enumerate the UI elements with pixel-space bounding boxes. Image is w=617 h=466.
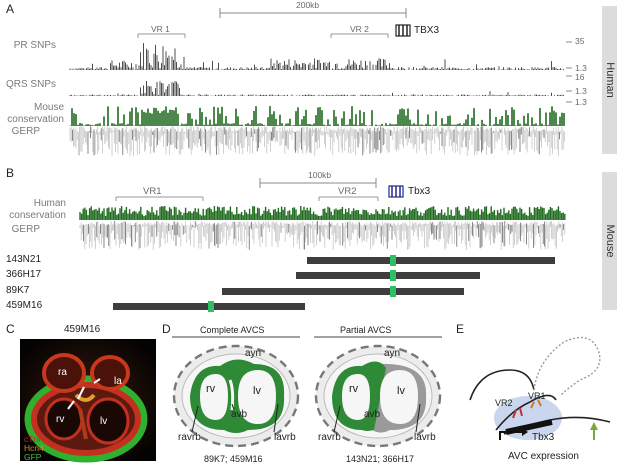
track-label-mouse-conservation: Mouse conservation xyxy=(0,102,64,126)
d-right-label-rv: rv xyxy=(349,383,359,395)
d-left-label-lv: lv xyxy=(253,385,261,397)
qrs-snps-track xyxy=(69,80,564,96)
d-left-caption: 89K7; 459M16 xyxy=(204,454,263,464)
species-label-human: Human xyxy=(603,62,616,98)
mouse-conservation-track xyxy=(69,106,565,126)
species-label-mouse: Mouse xyxy=(603,224,616,258)
complete-avcs-title: Complete AVCS xyxy=(200,325,265,335)
legend-ctni: cTnI xyxy=(24,434,41,444)
gerp-track-b xyxy=(79,221,566,250)
bac-bar-143n21 xyxy=(307,255,555,266)
d-left-label-ravrb: ravrb xyxy=(178,432,201,443)
e-label-vr2: VR2 xyxy=(495,398,513,408)
d-right-label-lv: lv xyxy=(397,385,405,397)
scale-value-qrs-min: 1.3 xyxy=(575,86,587,96)
bac-label-143n21: 143N21 xyxy=(6,254,42,265)
scale-label-a: 200kb xyxy=(296,0,320,10)
panel-label-a: A xyxy=(6,2,15,16)
complete-avcs-heart xyxy=(172,344,300,448)
region-bracket-vr2-b xyxy=(318,196,379,201)
gene-model-tbx3 xyxy=(395,24,411,37)
pr-snps-track xyxy=(69,43,564,70)
partial-avcs-title: Partial AVCS xyxy=(340,325,392,335)
d-right-pointer-lines xyxy=(333,403,421,433)
bac-bar-459m16 xyxy=(113,301,305,312)
d-right-label-avb: avb xyxy=(364,409,381,420)
bac-bar-366h17 xyxy=(296,270,480,281)
region-bracket-vr1-a xyxy=(137,33,186,38)
track-label-mouse-conservation-text: Mouse conservation xyxy=(7,102,64,125)
bac-label-89k7: 89K7 xyxy=(6,285,30,296)
bac-bar-89k7 xyxy=(222,286,464,297)
region-label-vr1-a: VR 1 xyxy=(151,24,170,34)
bac-label-366h17: 366H17 xyxy=(6,269,42,280)
panel-label-d: D xyxy=(162,322,171,336)
region-bracket-vr2-a xyxy=(330,33,389,38)
scale-ticks-a xyxy=(566,41,572,103)
track-label-gerp-a: GERP xyxy=(11,126,40,137)
gene-label-tbx3-mouse: Tbx3 xyxy=(408,186,431,197)
human-conservation-track xyxy=(79,206,566,220)
e-label-vr1: VR1 xyxy=(528,391,546,401)
scale-bar-a xyxy=(219,8,407,18)
e-label-tbx3: Tbx3 xyxy=(532,432,555,443)
d-right-label-ravrb: ravrb xyxy=(318,432,341,443)
region-label-vr1-b: VR1 xyxy=(143,186,162,197)
scale-bar-b xyxy=(259,178,377,188)
gene-label-tbx3: TBX3 xyxy=(414,25,440,36)
legend-hcn4: Hcn4 xyxy=(24,443,44,453)
gerp-track-a xyxy=(69,126,565,156)
region-label-vr2-a: VR 2 xyxy=(350,24,369,34)
partial-avcs-heart xyxy=(314,344,442,448)
d-right-label-lavrb: lavrb xyxy=(414,432,436,443)
d-left-pointer-lines xyxy=(191,403,279,433)
panel-c-title: 459M16 xyxy=(64,324,101,335)
d-left-label-avb: avb xyxy=(231,409,248,420)
gene-model-tbx3-mouse xyxy=(388,185,404,198)
species-sidebar-human: Human xyxy=(602,6,617,154)
heart-label-rv: rv xyxy=(56,414,65,425)
e-caption: AVC expression xyxy=(508,451,579,462)
heart-label-la: la xyxy=(114,376,122,387)
d-right-label-ayn: ayn xyxy=(384,348,401,359)
tbx3-marker xyxy=(390,255,396,266)
track-label-qrs-snps: QRS SNPs xyxy=(5,79,56,90)
track-label-gerp-b: GERP xyxy=(11,224,40,235)
scale-value-qrs-max: 16 xyxy=(575,72,585,82)
panel-label-c: C xyxy=(6,322,15,336)
scale-value-conservation: 1.3 xyxy=(575,97,587,107)
vr1-marker xyxy=(208,301,214,312)
heart-label-ra: ra xyxy=(58,367,67,378)
fluorescent-heart-section xyxy=(20,339,156,463)
species-sidebar-mouse: Mouse xyxy=(602,172,617,310)
region-bracket-vr1-b xyxy=(115,196,204,201)
avcs-title-rules xyxy=(172,336,442,338)
tbx3-marker xyxy=(390,270,396,281)
scale-label-b: 100kb xyxy=(308,170,332,180)
scale-value-pr-min: 1.3 xyxy=(575,63,587,73)
region-label-vr2-b: VR2 xyxy=(338,186,357,197)
heart-label-lv: lv xyxy=(100,416,108,427)
bac-label-459m16: 459M16 xyxy=(6,300,43,311)
d-left-label-ayn: ayn xyxy=(245,348,262,359)
d-left-label-lavrb: lavrb xyxy=(274,432,296,443)
legend-gfp: GFP xyxy=(24,452,42,462)
d-right-caption: 143N21; 366H17 xyxy=(346,454,415,464)
chromatin-loop-diagram xyxy=(469,336,611,440)
track-label-pr-snps: PR SNPs xyxy=(13,40,56,51)
tbx3-marker xyxy=(390,286,396,297)
panel-label-b: B xyxy=(6,166,15,180)
scale-value-pr-max: 35 xyxy=(575,36,585,46)
d-left-label-rv: rv xyxy=(206,383,216,395)
panel-label-e: E xyxy=(456,322,465,336)
track-label-human-conservation: Human conservation xyxy=(9,198,66,221)
